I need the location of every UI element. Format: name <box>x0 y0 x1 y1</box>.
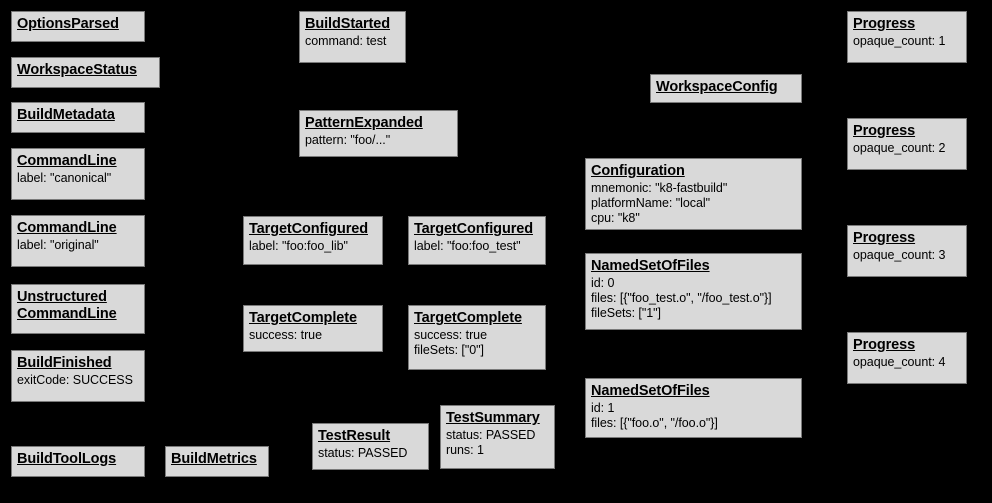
node-fields: label: "foo:foo_test" <box>414 239 540 254</box>
node-test-result[interactable]: TestResult status: PASSED <box>312 423 429 470</box>
node-progress-2[interactable]: Progress opaque_count: 2 <box>847 118 967 170</box>
node-field: label: "foo:foo_test" <box>414 239 521 254</box>
node-title: TargetConfigured <box>249 221 368 237</box>
node-title: BuildToolLogs <box>17 451 117 467</box>
node-field: command: test <box>305 34 387 49</box>
node-field: status: PASSED <box>318 446 408 461</box>
node-title: WorkspaceStatus <box>17 62 137 78</box>
node-title: Progress <box>853 16 916 32</box>
node-field: label: "foo:foo_lib" <box>249 239 348 254</box>
node-title: CommandLine <box>17 153 117 169</box>
node-title: NamedSetOfFiles <box>591 258 710 274</box>
node-title: NamedSetOfFiles <box>591 383 710 399</box>
node-field: opaque_count: 1 <box>853 34 946 49</box>
node-field: success: true <box>249 328 322 343</box>
node-title: BuildMetrics <box>171 451 257 467</box>
node-title: Unstructured CommandLine <box>17 289 117 323</box>
node-title: BuildMetadata <box>17 107 115 123</box>
node-title: Progress <box>853 123 916 139</box>
node-title: TestSummary <box>446 410 540 426</box>
node-field: runs: 1 <box>446 442 484 457</box>
node-fields: exitCode: SUCCESS <box>17 373 139 388</box>
node-field: cpu: "k8" <box>591 210 640 225</box>
node-fields: opaque_count: 3 <box>853 248 961 263</box>
node-field: success: true <box>414 328 487 343</box>
node-target-complete-lib[interactable]: TargetComplete success: true <box>243 305 383 352</box>
node-build-started[interactable]: BuildStarted command: test <box>299 11 406 63</box>
node-fields: label: "foo:foo_lib" <box>249 239 377 254</box>
node-fields: success: true <box>249 328 377 343</box>
node-fields: opaque_count: 4 <box>853 355 961 370</box>
node-title: Progress <box>853 337 916 353</box>
node-field: id: 1 <box>591 401 615 416</box>
node-options-parsed[interactable]: OptionsParsed <box>11 11 145 42</box>
node-field: opaque_count: 3 <box>853 248 946 263</box>
node-target-configured-test[interactable]: TargetConfigured label: "foo:foo_test" <box>408 216 546 265</box>
node-title: TargetConfigured <box>414 221 533 237</box>
node-progress-4[interactable]: Progress opaque_count: 4 <box>847 332 967 384</box>
node-fields: command: test <box>305 34 400 49</box>
node-build-metadata[interactable]: BuildMetadata <box>11 102 145 133</box>
node-fields: label: "canonical" <box>17 171 139 186</box>
node-title: PatternExpanded <box>305 115 423 131</box>
node-title: BuildStarted <box>305 16 391 32</box>
node-configuration[interactable]: Configuration mnemonic: "k8-fastbuild"pla… <box>585 158 802 230</box>
node-title: CommandLine <box>17 220 117 236</box>
node-field: mnemonic: "k8-fastbuild" <box>591 181 728 196</box>
node-title: Progress <box>853 230 916 246</box>
node-field: id: 0 <box>591 276 615 291</box>
node-pattern-expanded[interactable]: PatternExpanded pattern: "foo/..." <box>299 110 458 157</box>
node-title: OptionsParsed <box>17 16 119 32</box>
node-field: files: [{"foo_test.o", "/foo_test.o"}] <box>591 290 772 305</box>
node-field: label: "original" <box>17 238 99 253</box>
node-field: pattern: "foo/..." <box>305 133 391 148</box>
node-field: status: PASSED <box>446 428 536 443</box>
node-fields: label: "original" <box>17 238 139 253</box>
node-title: TestResult <box>318 428 391 444</box>
node-workspace-config[interactable]: WorkspaceConfig <box>650 74 802 103</box>
node-title: Configuration <box>591 163 685 179</box>
node-fields: pattern: "foo/..." <box>305 133 452 148</box>
node-title: TargetComplete <box>414 310 522 326</box>
node-fields: mnemonic: "k8-fastbuild"platformName: "l… <box>591 181 796 225</box>
node-build-finished[interactable]: BuildFinished exitCode: SUCCESS <box>11 350 145 402</box>
node-title: BuildFinished <box>17 355 112 371</box>
node-fields: opaque_count: 1 <box>853 34 961 49</box>
node-field: opaque_count: 4 <box>853 355 946 370</box>
node-title: TargetComplete <box>249 310 357 326</box>
node-field: fileSets: ["1"] <box>591 305 661 320</box>
node-field: label: "canonical" <box>17 171 112 186</box>
node-workspace-status[interactable]: WorkspaceStatus <box>11 57 160 88</box>
node-fields: status: PASSED <box>318 446 423 461</box>
node-field: opaque_count: 2 <box>853 141 946 156</box>
node-fields: opaque_count: 2 <box>853 141 961 156</box>
node-title: WorkspaceConfig <box>656 79 778 95</box>
node-field: platformName: "local" <box>591 195 710 210</box>
node-command-line-canonical[interactable]: CommandLine label: "canonical" <box>11 148 145 200</box>
node-command-line-original[interactable]: CommandLine label: "original" <box>11 215 145 267</box>
node-target-configured-lib[interactable]: TargetConfigured label: "foo:foo_lib" <box>243 216 383 265</box>
node-field: fileSets: ["0"] <box>414 342 484 357</box>
node-progress-3[interactable]: Progress opaque_count: 3 <box>847 225 967 277</box>
node-progress-1[interactable]: Progress opaque_count: 1 <box>847 11 967 63</box>
node-unstructured-command-line[interactable]: Unstructured CommandLine <box>11 284 145 334</box>
node-build-metrics[interactable]: BuildMetrics <box>165 446 269 477</box>
node-field: files: [{"foo.o", "/foo.o"}] <box>591 415 718 430</box>
node-field: exitCode: SUCCESS <box>17 373 133 388</box>
node-build-tool-logs[interactable]: BuildToolLogs <box>11 446 145 477</box>
